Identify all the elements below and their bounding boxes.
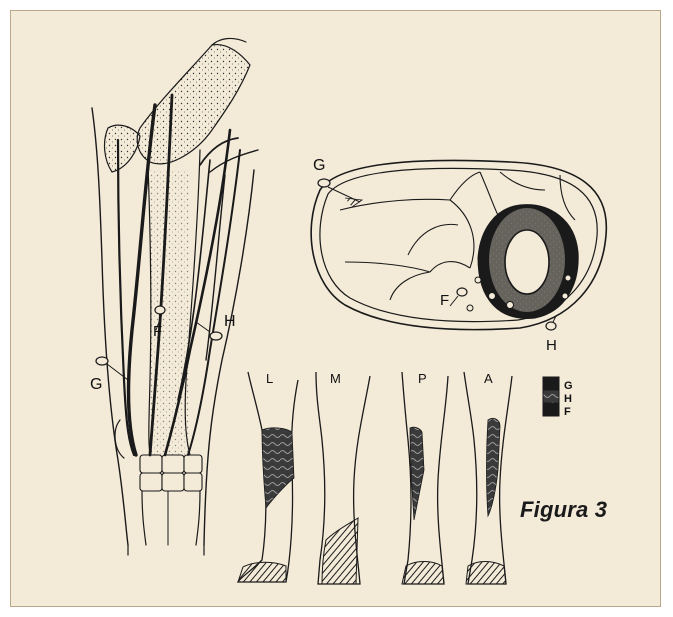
figure-caption: Figura 3 xyxy=(520,497,607,523)
legend-label-h: H xyxy=(564,393,572,405)
limb-label-f: F xyxy=(153,323,162,340)
leg-diagram-p xyxy=(402,372,448,584)
legend-label-g: G xyxy=(564,380,573,392)
limb-label-h: H xyxy=(224,313,236,330)
section-label-f: F xyxy=(440,292,449,309)
section-label-h: H xyxy=(546,337,557,354)
legend-label-f: F xyxy=(564,406,571,418)
leg-diagram-l xyxy=(238,372,298,582)
leg-label-l: L xyxy=(266,371,273,386)
limb-anatomy-drawing xyxy=(92,38,258,555)
leg-diagram-a xyxy=(464,372,512,584)
legend-swatches xyxy=(543,377,559,416)
leg-diagram-m xyxy=(316,372,370,584)
cross-section-drawing xyxy=(311,160,606,329)
leg-label-a: A xyxy=(484,371,493,386)
leg-label-m: M xyxy=(330,371,341,386)
limb-label-g: G xyxy=(90,376,102,393)
section-label-g: G xyxy=(313,157,325,174)
section-pointer-f xyxy=(450,288,467,306)
carpal-bones xyxy=(140,455,202,491)
leg-label-p: P xyxy=(418,371,427,386)
